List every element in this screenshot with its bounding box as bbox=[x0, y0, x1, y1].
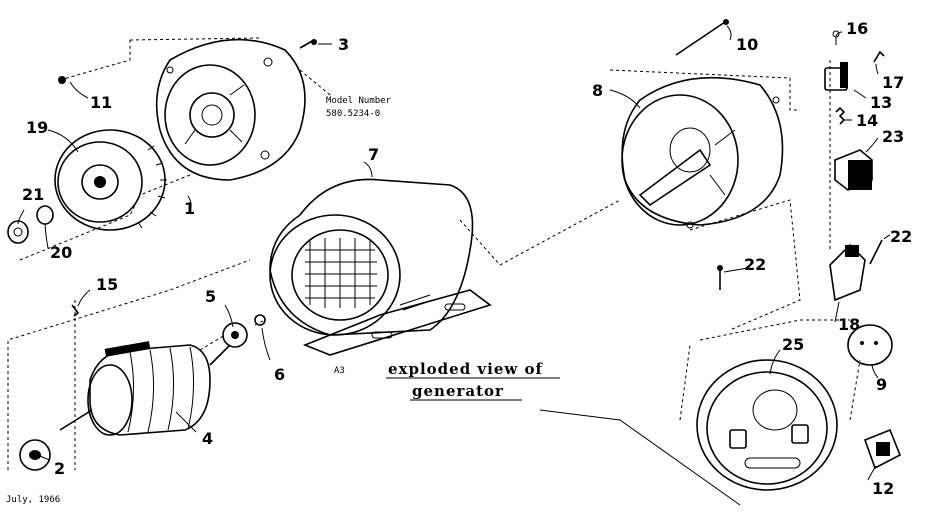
model-number-label: Model Number bbox=[326, 96, 392, 106]
brush-holder-part-13 bbox=[824, 62, 848, 91]
end-bell-part-8 bbox=[621, 76, 784, 229]
armature-part-4 bbox=[59, 341, 231, 436]
frame-part-7 bbox=[269, 178, 492, 356]
washer-part-6 bbox=[254, 314, 266, 326]
brush-part-16 bbox=[832, 30, 840, 45]
callout-23: 23 bbox=[882, 127, 904, 146]
screw-part-3 bbox=[299, 39, 317, 49]
key-part-15 bbox=[71, 304, 80, 317]
model-number-block: Model Number 580.5234-0 bbox=[326, 96, 392, 119]
receptacle-part-9 bbox=[847, 324, 893, 366]
screw-part-22-right bbox=[869, 239, 883, 265]
callout-8: 8 bbox=[592, 81, 603, 100]
callout-13: 13 bbox=[870, 93, 892, 112]
callout-labels: 3 11 19 1 7 21 20 15 5 6 4 2 8 10 16 17 … bbox=[22, 19, 912, 498]
spring-part-14 bbox=[835, 106, 846, 125]
terminal-block-part-18 bbox=[829, 243, 866, 302]
figure-tag: A3 bbox=[334, 366, 345, 376]
nut-part-20 bbox=[36, 205, 54, 225]
capacitor-part-23 bbox=[834, 149, 873, 191]
callout-22-center: 22 bbox=[744, 255, 766, 274]
end-bell-part-1 bbox=[155, 38, 306, 181]
date-stamp: July, 1966 bbox=[6, 495, 60, 505]
callout-25: 25 bbox=[782, 335, 804, 354]
callout-19: 19 bbox=[26, 118, 48, 137]
screw-part-22-center bbox=[717, 265, 723, 290]
switch-part-12 bbox=[863, 428, 902, 470]
callout-10: 10 bbox=[736, 35, 758, 54]
callout-9: 9 bbox=[876, 375, 887, 394]
pulley-part-19 bbox=[54, 129, 167, 231]
caption-line-1: exploded view of bbox=[388, 360, 544, 378]
callout-18: 18 bbox=[838, 315, 860, 334]
callout-3: 3 bbox=[338, 35, 349, 54]
diagram-caption: exploded view of generator bbox=[386, 360, 560, 401]
callout-7: 7 bbox=[368, 145, 379, 164]
end-cover-part-25 bbox=[696, 359, 838, 491]
callout-5: 5 bbox=[205, 287, 216, 306]
model-number-value: 580.5234-0 bbox=[326, 109, 380, 119]
callout-6: 6 bbox=[274, 365, 285, 384]
callout-4: 4 bbox=[202, 429, 213, 448]
screw-part-17 bbox=[873, 50, 885, 63]
callout-2: 2 bbox=[54, 459, 65, 478]
washer-part-21 bbox=[7, 220, 29, 244]
callout-14: 14 bbox=[856, 111, 878, 130]
caption-line-2: generator bbox=[412, 382, 504, 400]
callout-15: 15 bbox=[96, 275, 118, 294]
screw-part-11 bbox=[58, 76, 66, 84]
callout-21: 21 bbox=[22, 185, 44, 204]
callout-1: 1 bbox=[184, 199, 195, 218]
callout-17: 17 bbox=[882, 73, 904, 92]
assembly-guide-lines bbox=[7, 37, 861, 470]
bearing-part-5 bbox=[222, 322, 248, 348]
callout-12: 12 bbox=[872, 479, 894, 498]
through-bolt-part-10 bbox=[675, 19, 729, 56]
callout-16: 16 bbox=[846, 19, 868, 38]
bearing-part-2 bbox=[19, 439, 51, 471]
callout-20: 20 bbox=[50, 243, 72, 262]
callout-22-right: 22 bbox=[890, 227, 912, 246]
callout-11: 11 bbox=[90, 93, 112, 112]
leader-lines bbox=[17, 25, 891, 506]
